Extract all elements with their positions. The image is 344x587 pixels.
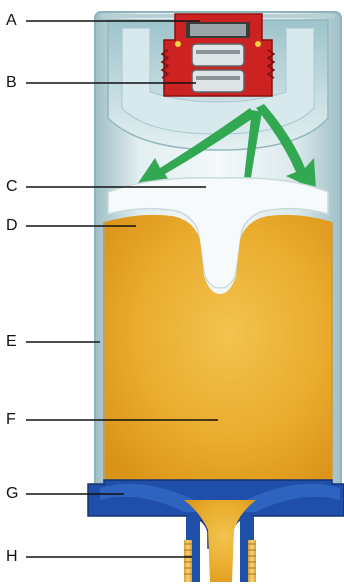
label-e: E: [6, 334, 17, 350]
label-f: F: [6, 412, 16, 428]
label-c: C: [6, 179, 18, 195]
label-a: A: [6, 13, 17, 29]
label-b: B: [6, 75, 17, 91]
label-h: H: [6, 549, 18, 565]
label-g: G: [6, 486, 18, 502]
label-d: D: [6, 218, 18, 234]
